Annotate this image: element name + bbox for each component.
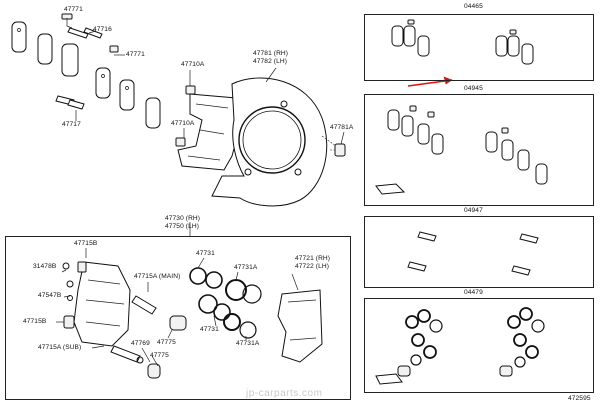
part-label: 47769 <box>131 340 150 347</box>
part-label: 31478B <box>33 263 57 270</box>
part-label: 47781A <box>330 124 354 131</box>
part-label: 47717 <box>62 121 81 128</box>
guide-pins <box>110 295 187 379</box>
watermark: jp-carparts.com <box>246 388 323 399</box>
part-label: 47775 <box>157 339 176 346</box>
diagram-code: 472595 <box>568 395 591 402</box>
red-arrow <box>407 79 453 87</box>
part-label: 47731A <box>234 264 258 271</box>
part-label: 47710A <box>171 120 195 127</box>
part-label: 47547B <box>38 292 62 299</box>
kit-box-04465 <box>364 14 594 81</box>
caliper-outer-housing <box>277 289 323 363</box>
part-label: 47771 <box>126 51 145 58</box>
part-label: 47731A <box>236 340 260 347</box>
kit-box-04479 <box>364 298 594 393</box>
piston-seals <box>189 267 262 339</box>
part-label: 47721 (RH) <box>295 255 331 262</box>
main-lower-box <box>5 236 351 400</box>
kit-number: 04947 <box>464 207 483 214</box>
dust-shield <box>211 77 328 207</box>
leader-lines-mid <box>183 67 345 236</box>
part-label: 47716 <box>93 26 112 33</box>
part-label: 47731 <box>200 326 219 333</box>
part-label: 47722 (LH) <box>295 263 329 270</box>
kit-04479-seals <box>375 307 545 385</box>
kit-04945-pads-shims <box>375 105 548 195</box>
caliper-body <box>63 261 131 347</box>
part-label: 47771 <box>64 6 83 13</box>
caliper-bracket <box>175 85 245 171</box>
part-label: 47781 (RH) <box>253 50 289 57</box>
kit-box-04945 <box>364 94 594 206</box>
kit-number: 04465 <box>464 3 483 10</box>
kit-04465-pads <box>391 19 534 65</box>
shim-clips-top <box>55 13 119 110</box>
part-label: 47730 (RH) <box>165 215 201 222</box>
part-label: 47715B <box>23 318 47 325</box>
part-label: 47731 <box>196 250 215 257</box>
kit-number: 04479 <box>464 289 483 296</box>
part-label: 47782 (LH) <box>253 58 287 65</box>
part-label: 47750 (LH) <box>165 223 199 230</box>
part-label: 47715A (SUB) <box>38 344 82 351</box>
leader-lines-top <box>66 18 125 121</box>
part-label: 47715B <box>74 240 98 247</box>
part-label: 47775 <box>150 352 169 359</box>
kit-box-04947 <box>364 216 594 288</box>
part-label: 47715A (MAIN) <box>134 273 181 280</box>
leader-lines-lower <box>56 248 299 367</box>
part-label: 47710A <box>181 61 205 68</box>
brake-pad-set-top <box>11 21 161 129</box>
kit-number: 04945 <box>464 85 483 92</box>
kit-04947-clips <box>407 231 539 276</box>
small-bolts <box>62 262 74 301</box>
bleeder-bolt <box>321 135 346 157</box>
